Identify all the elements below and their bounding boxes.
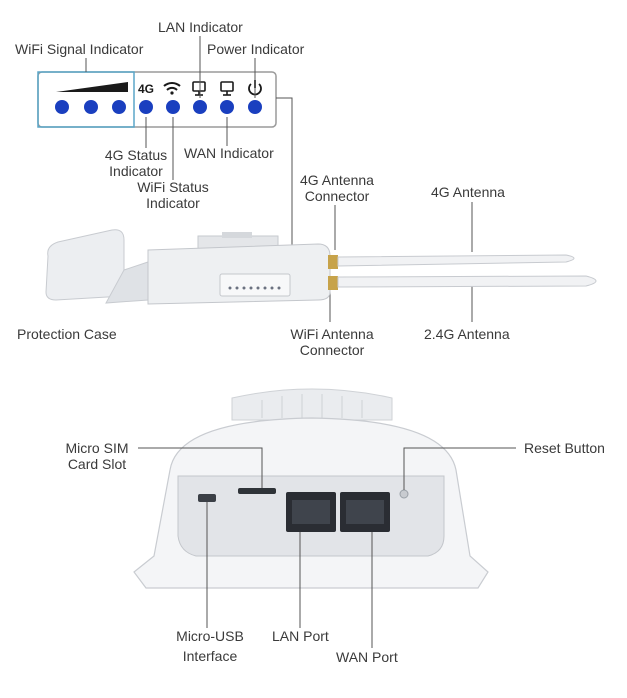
label-wifi-antenna-connector: WiFi Antenna Connector	[282, 326, 382, 358]
wifi-antenna-connector	[328, 276, 338, 290]
label-wifi-status-indicator: WiFi Status Indicator	[128, 179, 218, 211]
label-wan-port: WAN Port	[336, 649, 398, 665]
led-signal-3	[112, 100, 126, 114]
label-4g-antenna-connector: 4G Antenna Connector	[290, 172, 384, 204]
led-wan	[220, 100, 234, 114]
label-micro-sim-card-slot: Micro SIM Card Slot	[58, 440, 136, 472]
label-4g-status-indicator: 4G Status Indicator	[96, 147, 176, 179]
led-panel-frame	[38, 72, 276, 127]
label-lan-port: LAN Port	[272, 628, 329, 644]
led-4g	[139, 100, 153, 114]
side-led-panel	[220, 274, 290, 296]
antenna-24g-shape	[338, 276, 596, 287]
reset-button-shape	[400, 490, 408, 498]
protection-case-shape	[46, 230, 124, 300]
label-24g-antenna: 2.4G Antenna	[424, 326, 510, 342]
label-wan-indicator: WAN Indicator	[184, 145, 274, 161]
label-protection-case: Protection Case	[17, 326, 117, 342]
label-power-indicator: Power Indicator	[207, 41, 304, 57]
label-micro-usb-interface: Micro-USB Interface	[170, 628, 250, 664]
led-wifi	[166, 100, 180, 114]
led-signal-1	[55, 100, 69, 114]
label-wifi-signal-indicator: WiFi Signal Indicator	[15, 41, 143, 57]
micro-sim-slot	[238, 488, 276, 494]
bottom-bracket	[232, 389, 392, 420]
4g-antenna-connector	[328, 255, 338, 269]
led-lan	[193, 100, 207, 114]
label-lan-indicator: LAN Indicator	[158, 19, 243, 35]
micro-usb-port	[198, 494, 216, 502]
device-side-view	[46, 230, 596, 304]
label-reset-button: Reset Button	[524, 440, 605, 456]
antenna-4g-shape	[338, 255, 574, 266]
label-4g-antenna: 4G Antenna	[431, 184, 505, 200]
led-power	[248, 100, 262, 114]
led-signal-2	[84, 100, 98, 114]
led-panel: 4G	[38, 72, 276, 127]
badge-4g: 4G	[138, 82, 154, 96]
device-bottom-view	[134, 389, 488, 588]
